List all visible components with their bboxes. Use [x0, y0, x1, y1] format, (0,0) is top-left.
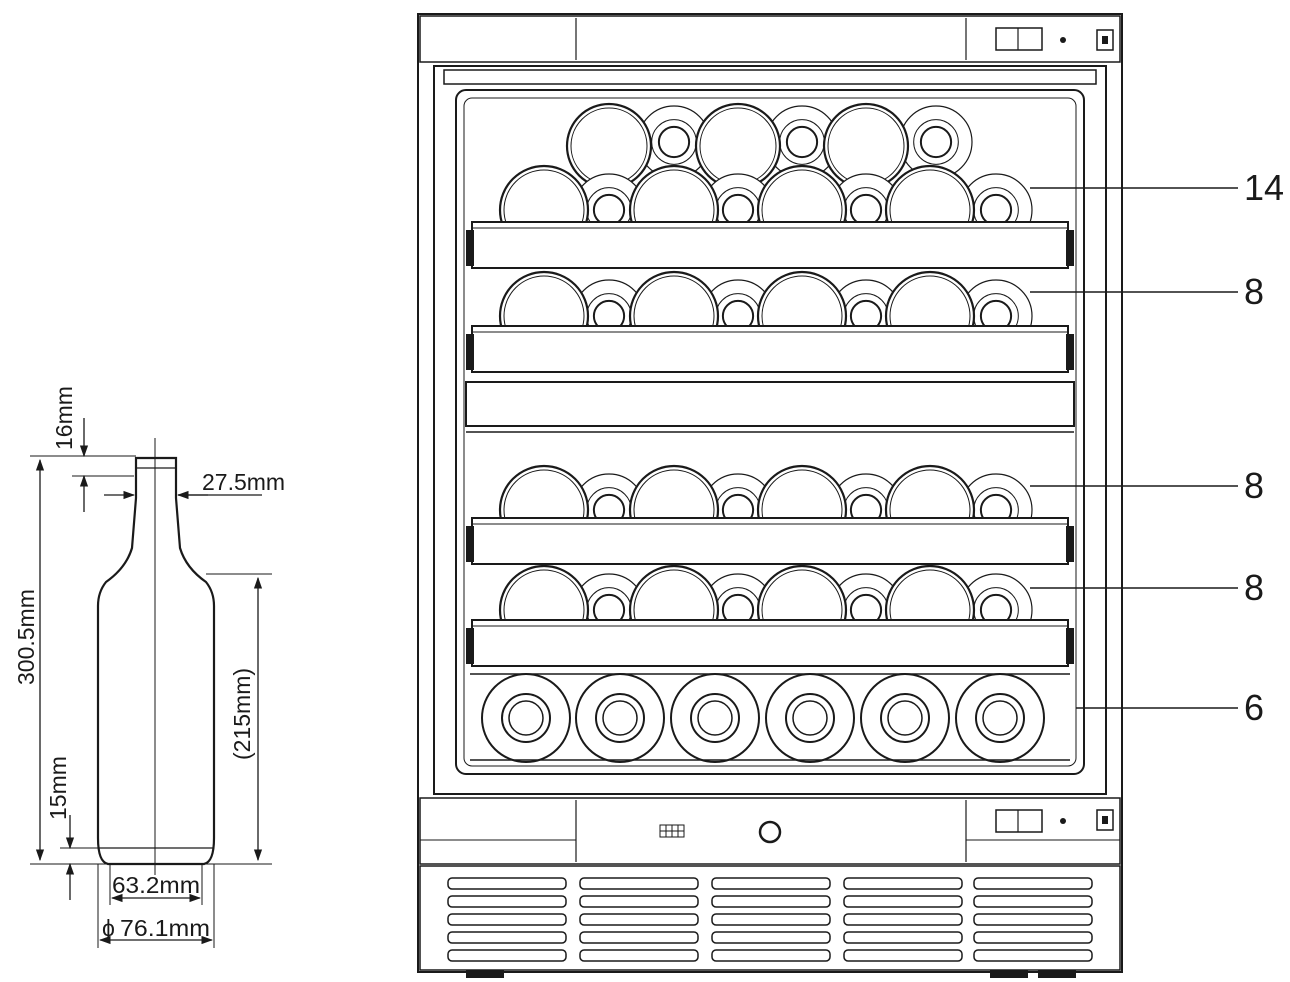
neck-diameter-label: 27.5mm [202, 469, 285, 495]
total-height-label: 300.5mm [13, 589, 39, 685]
control-panel [419, 797, 1121, 865]
vent-slot-2-1 [579, 877, 699, 890]
bottom-shelf-rail [470, 673, 1070, 761]
vent-slot-1-1 [447, 877, 567, 890]
shelf-front-1 [466, 221, 1074, 269]
bottle-bottom-row-3 [670, 673, 760, 763]
bottle-bottom-row-1 [481, 673, 571, 763]
bottle-bottom-row-6 [955, 673, 1045, 763]
zone-divider [465, 381, 1075, 433]
bottle-dimension-labels: 16mm 27.5mm 300.5mm (215mm) 15mm 63.2mm … [13, 386, 285, 941]
vent-slot-2-3 [579, 913, 699, 926]
vent-slot-5-2 [973, 895, 1093, 908]
top-screw [1060, 37, 1066, 43]
shelf-layer [465, 221, 1075, 761]
vent-slot-4-1 [843, 877, 963, 890]
foot-right-a [990, 970, 1028, 978]
door-frame [433, 65, 1107, 795]
display-icon [659, 824, 685, 838]
bottle-bottom-row-5 [860, 673, 950, 763]
bottle-dimension-arrows [35, 418, 263, 945]
vent-slot-2-4 [579, 931, 699, 944]
vent-slot-1-5 [447, 949, 567, 962]
shelf-front-3 [466, 517, 1074, 565]
bottle-drawing [96, 438, 216, 875]
shelf-2-count: 8 [1244, 271, 1264, 312]
wine-cooler-cabinet: 14 8 8 8 6 [417, 13, 1284, 978]
vent-slot-4-4 [843, 931, 963, 944]
vent-slot-5-3 [973, 913, 1093, 926]
vent-slot-2-2 [579, 895, 699, 908]
vent-slot-4-5 [843, 949, 963, 962]
neck-length-label: 16mm [51, 386, 77, 450]
vent-slot-3-5 [711, 949, 831, 962]
vent-panel [419, 865, 1121, 971]
bottom-hinge [995, 809, 1043, 833]
shelf-front-2 [466, 325, 1074, 373]
top-hinge [995, 27, 1043, 51]
vent-slot-3-3 [711, 913, 831, 926]
shelf-front-4 [466, 619, 1074, 667]
bottom-screw [1060, 818, 1066, 824]
vent-slot-3-1 [711, 877, 831, 890]
shelf-1-count: 14 [1244, 167, 1284, 208]
vent-slot-3-2 [711, 895, 831, 908]
base-diameter-label: 63.2mm [112, 872, 200, 898]
vent-slot-1-2 [447, 895, 567, 908]
bottle-bottom-row-2 [575, 673, 665, 763]
shelf-4-count: 8 [1244, 567, 1264, 608]
vent-slot-3-4 [711, 931, 831, 944]
vent-slot-5-5 [973, 949, 1093, 962]
vent-slot-2-5 [579, 949, 699, 962]
vent-slot-1-4 [447, 931, 567, 944]
power-button-icon [758, 820, 782, 844]
bottom-lock [1096, 809, 1114, 831]
cabinet-frame [417, 13, 1123, 973]
vent-slot-4-2 [843, 895, 963, 908]
vent-grille [447, 877, 1093, 962]
foot-right-b [1038, 970, 1076, 978]
bottle-back-neck-1 [637, 105, 711, 179]
diameter-symbol: ϕ [102, 915, 115, 941]
bottle-outline [96, 456, 216, 866]
glass-window [455, 89, 1085, 775]
vent-slot-5-4 [973, 931, 1093, 944]
shelf-count-labels: 14 8 8 8 6 [1030, 167, 1284, 728]
top-lock [1096, 29, 1114, 51]
foot-left [466, 970, 504, 978]
top-hinge-bar [419, 15, 1121, 63]
vent-slot-1-3 [447, 913, 567, 926]
bottle-bottom-row-4 [765, 673, 855, 763]
base-height-label: 15mm [45, 756, 71, 820]
bottle-back-neck-2 [765, 105, 839, 179]
body-height-label: (215mm) [229, 668, 255, 760]
vent-slot-5-1 [973, 877, 1093, 890]
shelf-3-count: 8 [1244, 465, 1264, 506]
bottle-back-neck-3 [899, 105, 973, 179]
shelf-5-count: 6 [1244, 687, 1264, 728]
body-diameter-label: 76.1mm [120, 915, 210, 941]
vent-slot-4-3 [843, 913, 963, 926]
